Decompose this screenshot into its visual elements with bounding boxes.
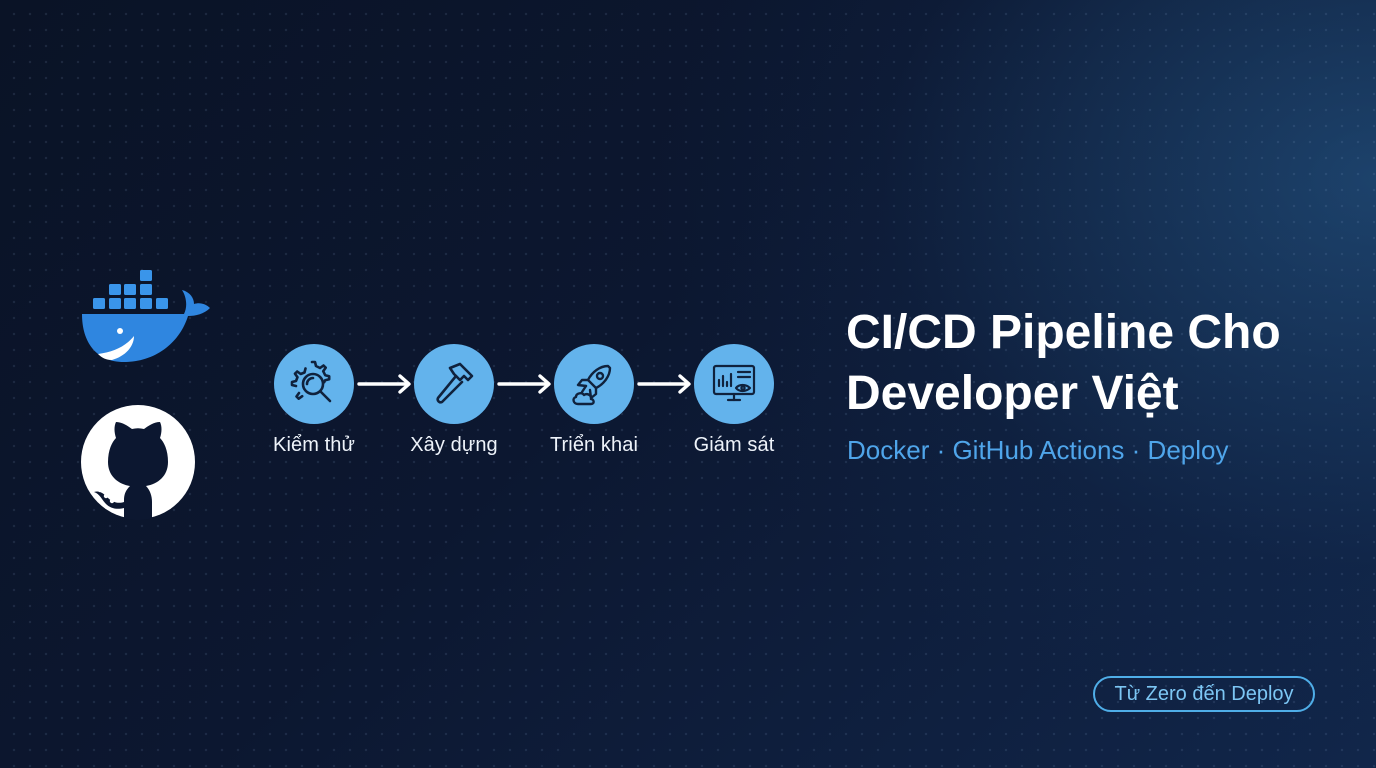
page-subtitle: Docker · GitHub Actions · Deploy bbox=[847, 435, 1229, 465]
rocket-icon bbox=[572, 364, 612, 406]
gear-magnifier-icon bbox=[290, 360, 332, 403]
step-deploy-label: Triển khai bbox=[549, 434, 639, 456]
page-title: CI/CD Pipeline Cho Developer Việt bbox=[846, 306, 1281, 420]
step-monitor-label: Giám sát bbox=[693, 434, 775, 456]
arrow-right-icon bbox=[496, 372, 554, 396]
step-deploy-circle bbox=[554, 344, 634, 424]
step-test-circle bbox=[274, 344, 354, 424]
github-logo-icon bbox=[80, 404, 196, 520]
step-build-circle bbox=[414, 344, 494, 424]
monitor-eye-icon bbox=[712, 364, 756, 402]
step-test-label: Kiểm thử bbox=[273, 434, 355, 456]
step-build-label: Xây dựng bbox=[410, 434, 498, 456]
docker-logo-icon bbox=[80, 268, 212, 364]
arrow-right-icon bbox=[636, 372, 694, 396]
hammer-icon bbox=[436, 362, 474, 404]
tagline-badge: Từ Zero đến Deploy bbox=[1093, 676, 1315, 712]
arrow-right-icon bbox=[356, 372, 414, 396]
step-monitor-circle bbox=[694, 344, 774, 424]
